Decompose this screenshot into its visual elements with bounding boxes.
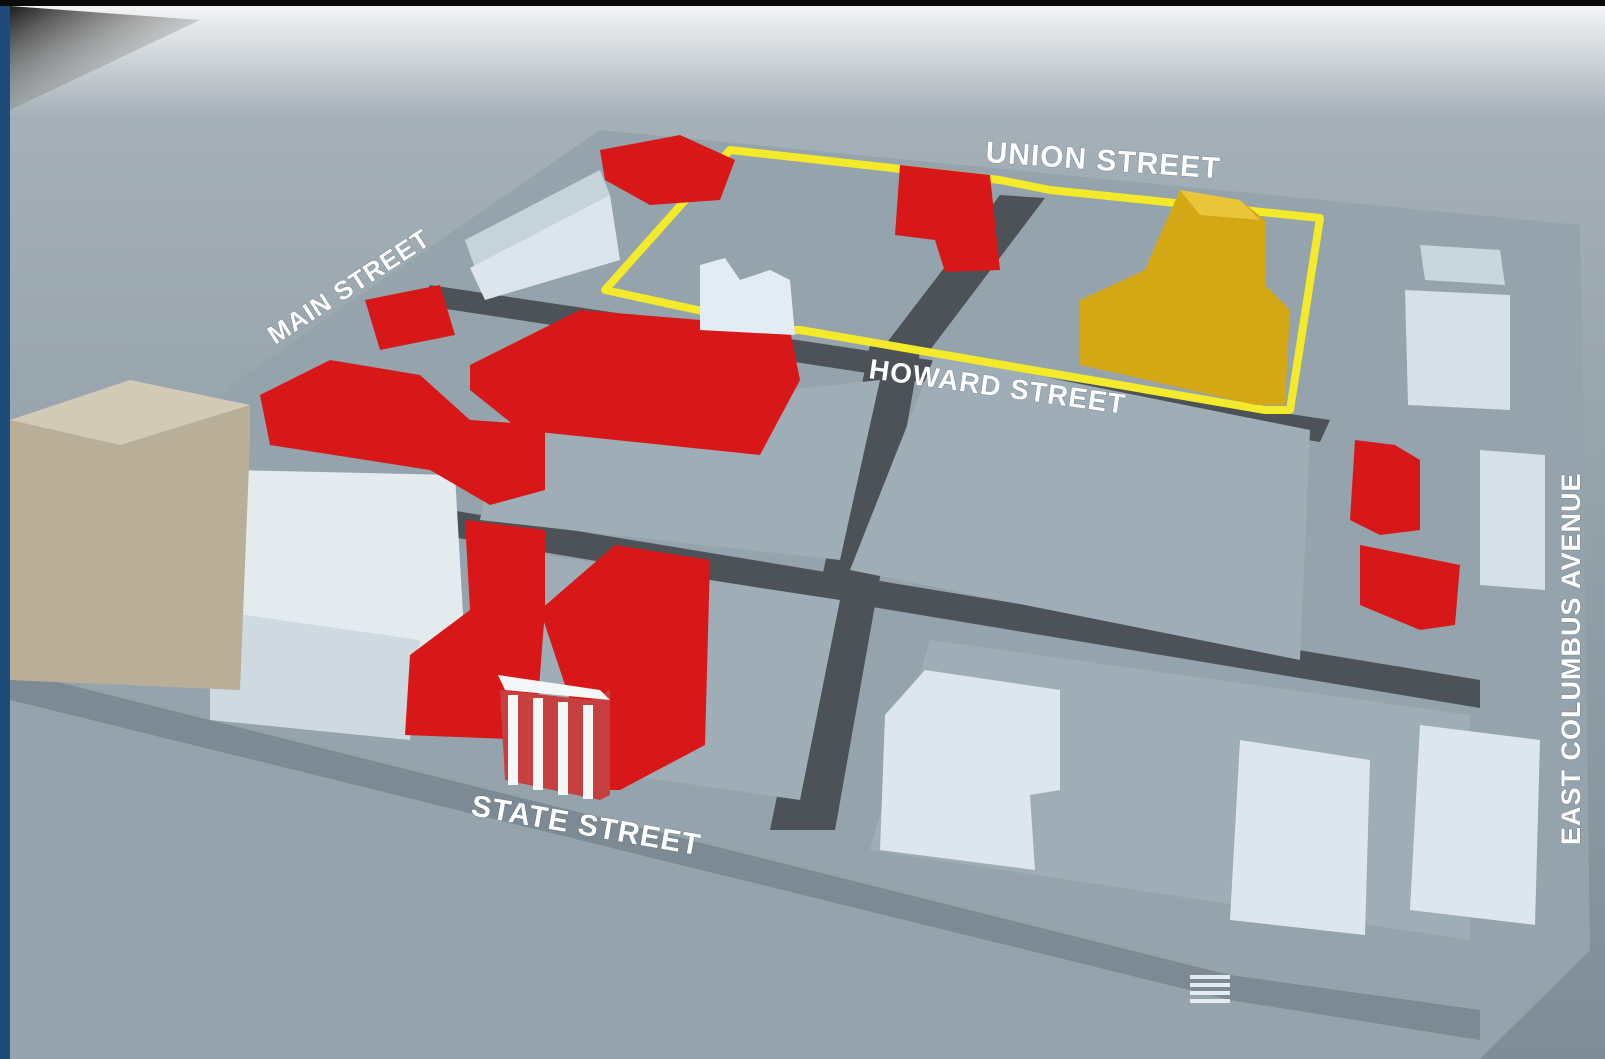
highlighted-parcel (601, 146, 1324, 414)
parcel-outline (601, 146, 1324, 414)
tan-highrise-roof (10, 380, 250, 445)
columned-portico (498, 675, 610, 800)
top-border (0, 0, 1605, 6)
red-building-east-2 (1360, 545, 1460, 630)
white-building-southeast-3 (1410, 725, 1540, 925)
white-buildings (210, 170, 1545, 935)
tan-highrise-body (10, 380, 250, 690)
portico-column-1 (508, 695, 518, 785)
gold-building-body (1080, 190, 1290, 405)
portico-column-3 (558, 702, 568, 795)
white-tower-building (700, 258, 795, 335)
red-building-center (470, 310, 800, 455)
crosswalk (1190, 975, 1230, 1003)
portico-pediment (498, 675, 610, 700)
north-connector-road (885, 195, 1045, 350)
white-building-southeast-1 (880, 670, 1060, 870)
crosswalk-stripe-2 (1190, 983, 1230, 987)
sky-haze (10, 6, 1605, 116)
white-building-southeast-2 (1230, 740, 1370, 935)
gold-building-roof (1180, 190, 1260, 220)
red-building-west-cluster (260, 360, 545, 505)
red-building-union (895, 165, 1000, 272)
white-building-main-st-1 (465, 170, 610, 268)
gold-building (1080, 190, 1290, 405)
red-buildings (260, 135, 1460, 790)
portico-back (500, 690, 610, 800)
corner-shadow (10, 6, 200, 110)
portico-column-2 (533, 698, 543, 790)
portico-column-4 (583, 705, 593, 799)
white-building-state-st-base (210, 610, 420, 740)
white-tower-body (700, 258, 795, 335)
white-building-east-2 (1405, 290, 1510, 410)
block-pad-east-center (850, 355, 1310, 660)
red-building-east-1 (1350, 440, 1420, 535)
tan-highrise (10, 380, 250, 690)
crosswalk-stripe-3 (1190, 991, 1230, 995)
red-building-main-st (365, 285, 455, 350)
crosswalk-stripe-4 (1190, 999, 1230, 1003)
red-building-north (600, 135, 735, 205)
state-street-road (10, 670, 1480, 1040)
crosswalk-stripe-1 (1190, 975, 1230, 979)
east-columbus-avenue-label: EAST COLUMBUS AVENUE (1556, 472, 1586, 845)
white-building-east-1 (1420, 245, 1505, 285)
white-building-east-3 (1480, 450, 1545, 590)
white-building-main-st-1-face (470, 195, 620, 300)
